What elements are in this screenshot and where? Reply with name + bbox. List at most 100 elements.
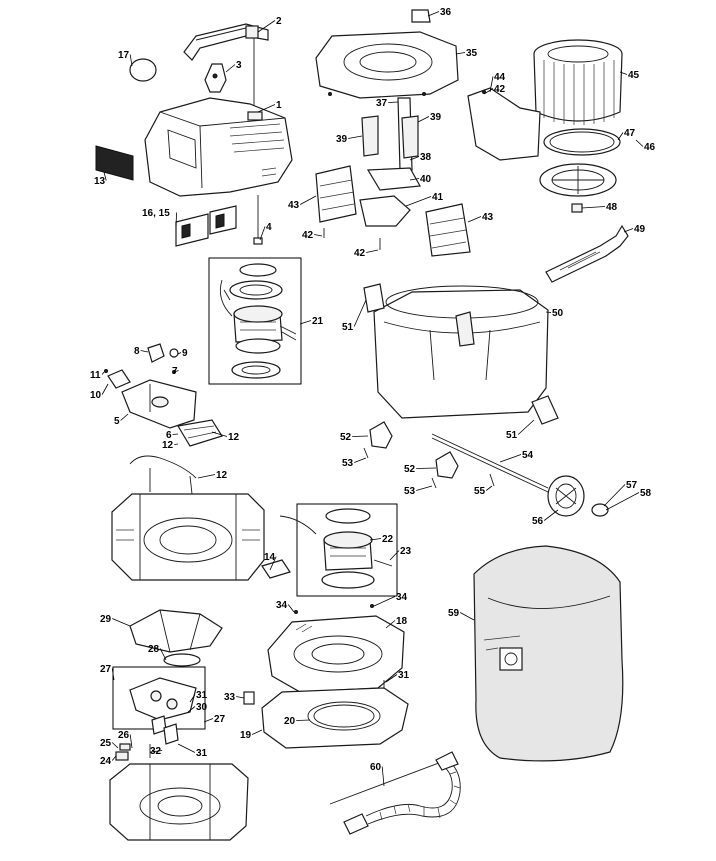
part-callout-3: 3 [236,60,242,71]
part-callout-48: 48 [606,202,618,213]
leader-line-12 [174,443,179,445]
suction-hose [329,751,461,835]
part-callout-21: 21 [312,316,324,327]
leader-line-4 [259,226,266,241]
leader-line-1 [257,104,276,113]
leader-line-60 [381,766,385,787]
leader-line-55 [485,485,493,491]
leader-line-7 [173,370,179,373]
leader-line-39 [417,116,430,123]
leader-line-14 [269,556,277,571]
motor-assembly-lower [279,508,393,589]
leader-line-11 [101,371,105,375]
leader-line-32 [149,750,163,753]
bottom-housing [109,763,249,841]
filter-cage-lid [315,9,459,99]
leader-line-54 [499,454,522,463]
leader-line-37 [388,101,399,103]
motor-kit-box-2 [296,503,398,597]
leader-line-34 [287,604,295,613]
leader-line-16-15 [175,212,177,227]
part-callout-38: 38 [420,152,432,163]
part-callout-43: 43 [288,200,300,211]
part-callout-2: 2 [276,16,282,27]
part-callout-42: 42 [302,230,314,241]
part-callout-49: 49 [634,224,646,235]
leader-line-49 [623,228,634,233]
part-callout-28: 28 [148,644,160,655]
leader-line-17 [129,54,133,67]
leader-line-42 [366,249,379,253]
part-callout-46: 46 [644,142,656,153]
part-callout-5: 5 [114,416,120,427]
leader-line-26 [129,734,133,749]
deflector-plate [467,87,541,161]
filter-gasket [543,128,621,156]
part-callout-26: 26 [118,730,130,741]
part-callout-18: 18 [396,616,408,627]
filter-plate [539,163,617,213]
leader-line-30 [187,706,196,713]
part-callout-13: 13 [94,176,106,187]
leader-line-31 [385,674,398,683]
leader-line-48 [581,206,606,209]
leader-line-24 [111,755,117,761]
leader-lines [101,11,644,787]
part-callout-9: 9 [182,348,188,359]
part-callout-59: 59 [448,608,460,619]
part-callout-55: 55 [474,486,486,497]
leader-line-36 [427,11,440,17]
part-callout-57: 57 [626,480,638,491]
leader-line-13 [103,171,107,181]
leader-line-3 [225,64,236,73]
castors [363,421,459,489]
part-callout-31: 31 [398,670,410,681]
leader-line-21 [299,320,312,325]
part-callout-52: 52 [340,432,352,443]
float-assembly [129,677,197,745]
collection-container [363,283,559,425]
part-callout-8: 8 [134,346,140,357]
part-callout-54: 54 [522,450,534,461]
leader-line-56 [543,509,559,521]
part-callout-51: 51 [342,322,354,333]
part-callout-37: 37 [376,98,388,109]
part-callout-12: 12 [228,432,240,443]
leader-line-42 [483,88,494,95]
leader-line-50 [545,311,552,313]
leader-line-53 [354,457,367,463]
part-callout-1: 1 [276,100,282,111]
seal-rings [261,687,409,749]
leader-line-42 [314,234,323,237]
part-callout-53: 53 [342,458,354,469]
part-callout-58: 58 [640,488,652,499]
part-callout-56: 56 [532,516,544,527]
leader-line-58 [605,492,640,511]
leader-line-51 [517,419,535,435]
leader-line-23 [389,550,400,561]
part-callout-11: 11 [90,370,101,381]
part-callout-52: 52 [404,464,416,475]
leader-line-6 [172,433,179,435]
part-callout-50: 50 [552,308,564,319]
part-callout-32: 32 [150,746,162,757]
leader-line-44 [489,76,494,93]
head-plate [267,604,405,693]
cover-latch [204,63,227,93]
part-callout-12: 12 [216,470,228,481]
leader-line-52 [416,467,437,469]
switch-knob [147,343,179,374]
leader-line-53 [416,485,433,491]
part-callout-34: 34 [276,600,288,611]
wheel-axle [431,433,549,493]
cover-screw [253,195,263,245]
part-callout-43: 43 [482,212,494,223]
part-callout-25: 25 [100,738,112,749]
rating-labels [175,205,237,247]
part-callout-30: 30 [196,702,208,713]
lock-badge [129,58,157,82]
leader-line-8 [140,350,149,353]
leader-line-28 [159,648,167,661]
part-callout-10: 10 [90,390,102,401]
part-callout-41: 41 [432,192,444,203]
